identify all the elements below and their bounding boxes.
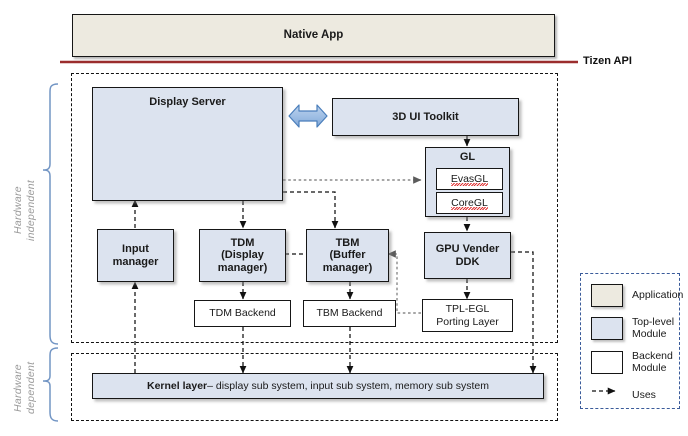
module-coregl-label: CoreGL (451, 196, 488, 211)
module-gl[interactable]: GL EvasGL CoreGL (425, 147, 510, 217)
side-label-hardware-dependent: Hardware dependent (12, 361, 38, 415)
hardware-dependent-region (71, 353, 558, 421)
legend-panel: Application Top-level Module Backend Mod… (580, 273, 683, 409)
hardware-dependent-brace (42, 347, 59, 422)
legend-label-uses: Uses (632, 389, 656, 402)
module-kernel-layer[interactable]: Kernel layer– display sub system, input … (92, 373, 544, 399)
legend-item-uses: Uses (591, 384, 656, 407)
legend-label-application: Application (632, 289, 684, 302)
legend-swatch-application (591, 284, 623, 307)
module-tbm-backend[interactable]: TBM Backend (303, 300, 396, 327)
native-app-box[interactable]: Native App (72, 14, 555, 57)
legend-item-backend-module: Backend Module (591, 350, 673, 374)
hardware-independent-region (71, 73, 558, 343)
tizen-api-label: Tizen API (583, 55, 632, 67)
kernel-layer-label: Kernel layer– display sub system, input … (147, 380, 489, 392)
module-coregl[interactable]: CoreGL (436, 192, 503, 214)
hardware-independent-brace (42, 83, 59, 345)
module-tdm-backend[interactable]: TDM Backend (194, 300, 291, 327)
legend-swatch-top-level-module (591, 316, 623, 340)
legend-swatch-uses-arrow-icon (591, 384, 623, 407)
module-evasgl[interactable]: EvasGL (436, 168, 503, 190)
legend-item-application: Application (591, 284, 683, 307)
legend-label-top-level-module: Top-level Module (632, 316, 675, 341)
kernel-layer-rest-label: – display sub system, input sub system, … (207, 379, 489, 392)
module-3d-ui-toolkit[interactable]: 3D UI Toolkit (332, 98, 519, 136)
module-tbm[interactable]: TBM (Buffer manager) (306, 229, 389, 282)
module-tpl-egl[interactable]: TPL-EGL Porting Layer (422, 299, 513, 332)
kernel-layer-bold-label: Kernel layer (147, 379, 208, 392)
module-display-server[interactable]: Display Server (92, 87, 283, 201)
legend-item-top-level-module: Top-level Module (591, 316, 674, 340)
legend-label-backend-module: Backend Module (632, 350, 673, 375)
module-input-manager[interactable]: Input manager (97, 229, 174, 282)
side-label-hardware-independent: Hardware independent (12, 179, 38, 241)
legend-swatch-backend-module (591, 350, 623, 374)
module-gl-label: GL (459, 151, 476, 163)
module-tdm[interactable]: TDM (Display manager) (199, 229, 286, 282)
module-evasgl-label: EvasGL (450, 172, 489, 187)
module-gpu-vender-ddk[interactable]: GPU Vender DDK (424, 232, 511, 279)
